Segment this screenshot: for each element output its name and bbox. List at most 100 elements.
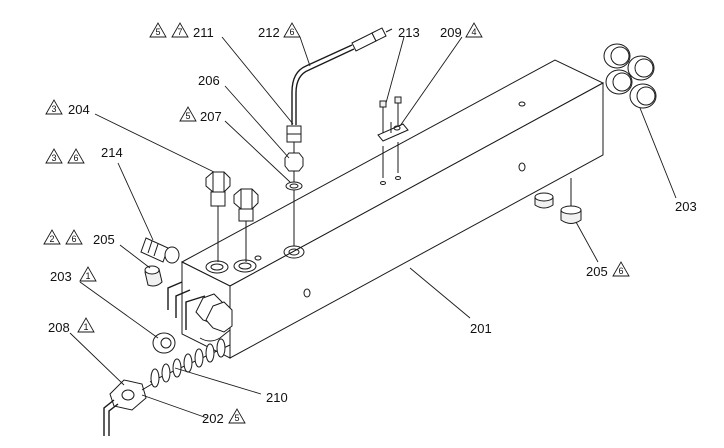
callout-213: 213 <box>398 25 420 40</box>
callout-205-left: 2 6 205 <box>43 229 115 247</box>
fitting-214-hex <box>164 246 180 264</box>
screw-hole-1 <box>380 181 386 185</box>
part-number: 204 <box>68 102 90 117</box>
part-number: 213 <box>398 25 420 40</box>
fitting-204-body-a <box>210 191 226 207</box>
note-triangle <box>228 408 246 424</box>
plug-203-left <box>152 332 176 354</box>
callout-212: 212 6 <box>258 22 301 40</box>
plug-203-left-body <box>152 332 176 354</box>
fitting-204-body-b <box>238 208 254 222</box>
note-number: 2 <box>49 234 54 244</box>
note-number: 6 <box>73 153 78 163</box>
caps-205-right <box>534 178 582 224</box>
cap-205-left <box>144 265 163 287</box>
screw-213-head-1 <box>379 100 387 108</box>
fitting-214-body <box>140 237 169 263</box>
part-number: 202 <box>202 411 224 426</box>
nut-206 <box>284 152 304 172</box>
callout-206: 206 <box>198 73 220 88</box>
note-number: 6 <box>618 266 623 276</box>
nut-202 <box>109 379 147 411</box>
part-number: 205 <box>586 264 608 279</box>
note-triangle <box>79 266 97 282</box>
bracket-209 <box>377 122 409 142</box>
part-number: 205 <box>93 232 115 247</box>
callout-214: 3 6 214 <box>45 145 123 164</box>
note-number: 4 <box>471 27 476 37</box>
tube-210-a <box>167 281 183 310</box>
leader-lines <box>69 36 677 419</box>
note-triangle <box>67 148 85 164</box>
hole-top <box>518 101 526 107</box>
port-3-inner <box>288 248 300 256</box>
part-number: 209 <box>440 25 462 40</box>
coil-210 <box>149 338 231 388</box>
note-triangle <box>612 261 630 277</box>
callout-211: 5 7 211 <box>149 22 214 40</box>
note-number: 1 <box>83 322 88 332</box>
note-number: 1 <box>85 271 90 281</box>
note-number: 3 <box>51 104 56 114</box>
fitting-204-hex-b <box>233 188 259 210</box>
plug-203-r3 <box>605 69 633 95</box>
fitting-204 <box>205 171 259 262</box>
callout-205-right: 205 6 <box>586 261 630 279</box>
callout-207: 5 207 <box>179 106 222 124</box>
plugs-203-right <box>603 43 657 109</box>
callout-202: 202 5 <box>202 408 246 426</box>
probe-body <box>351 32 377 52</box>
note-triangle <box>465 22 483 38</box>
nut-left-b <box>205 301 233 333</box>
part-number: 208 <box>48 320 70 335</box>
note-number: 5 <box>155 27 160 37</box>
bracket-209-plate <box>377 123 409 142</box>
tube-208 <box>103 379 153 436</box>
note-triangle <box>149 22 167 38</box>
port-1-inner <box>210 263 224 271</box>
part-number: 211 <box>193 25 214 40</box>
part-number: 207 <box>200 109 222 124</box>
fitting-stack-206 <box>284 125 304 246</box>
callout-203-right: 203 <box>675 199 697 214</box>
part-number: 210 <box>266 390 288 405</box>
part-number: 203 <box>675 199 697 214</box>
port-2-outer <box>233 259 257 273</box>
callout-209: 209 4 <box>440 22 483 40</box>
note-triangle <box>43 229 61 245</box>
callout-210: 210 <box>266 390 288 405</box>
note-triangle <box>45 148 63 164</box>
callout-208: 208 1 <box>48 317 95 335</box>
manifold-block <box>180 59 605 359</box>
callout-203-left: 203 1 <box>50 266 97 284</box>
callout-201: 201 <box>470 321 492 336</box>
tube-208-bend <box>103 399 115 436</box>
port-2-inner <box>238 262 252 270</box>
screw-213-head-2 <box>394 96 402 104</box>
note-number: 5 <box>185 111 190 121</box>
fitting-214 <box>140 237 180 264</box>
port-1-outer <box>205 260 229 274</box>
plug-203-r1 <box>603 43 631 69</box>
note-number: 6 <box>71 234 76 244</box>
plug-203-r2 <box>627 55 655 81</box>
note-triangle <box>77 317 95 333</box>
callout-204: 3 204 <box>45 99 90 117</box>
screw-hole-2 <box>395 176 401 180</box>
part-number: 212 <box>258 25 280 40</box>
probe-212 <box>291 27 393 125</box>
note-triangle <box>65 229 83 245</box>
note-triangle <box>283 22 301 38</box>
part-number: 203 <box>50 269 72 284</box>
hole-top-left <box>254 255 262 261</box>
probe-tube <box>291 44 353 125</box>
fitting-204-hex-a <box>205 171 231 193</box>
note-number: 3 <box>51 153 56 163</box>
tube-210-b <box>185 295 206 330</box>
part-number: 206 <box>198 73 220 88</box>
note-number: 5 <box>234 413 239 423</box>
note-triangle <box>179 106 197 122</box>
hole-front-right <box>518 162 526 172</box>
